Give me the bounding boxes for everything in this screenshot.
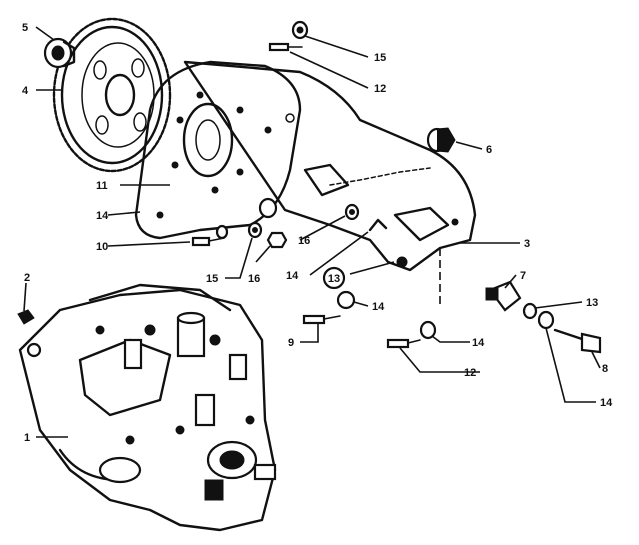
- callout-labels: 5 4 15 12 6 11 14 10 15 16 16 14 3 13 7 …: [22, 22, 613, 444]
- callout-7: 7: [520, 270, 526, 282]
- rear-bracket: [183, 60, 477, 272]
- callout-13-circle: [322, 266, 346, 290]
- callout-14-center: 14: [372, 301, 385, 313]
- callout-15-bottom: 15: [206, 273, 218, 285]
- bush: [426, 127, 456, 153]
- callout-13-right: 13: [586, 297, 598, 309]
- mounting-plate: [134, 60, 302, 240]
- callout-10: 10: [96, 241, 108, 253]
- callout-8: 8: [602, 363, 608, 375]
- callout-14-bottom-right: 14: [600, 397, 613, 409]
- callout-1: 1: [24, 432, 30, 444]
- callout-5: 5: [22, 22, 28, 34]
- right-fasteners: [302, 280, 602, 354]
- callout-12-top: 12: [374, 83, 386, 95]
- callout-12-bottom: 12: [464, 367, 476, 379]
- top-washer-bolt: [268, 20, 309, 52]
- callout-13-circled: 13: [328, 273, 340, 285]
- callout-6: 6: [486, 144, 492, 156]
- callout-2: 2: [24, 272, 30, 284]
- callout-16-bottom: 16: [248, 273, 260, 285]
- callout-4: 4: [22, 85, 29, 97]
- injection-pump-body: [18, 283, 277, 532]
- lower-fasteners: [191, 197, 388, 249]
- callout-3: 3: [524, 238, 530, 250]
- leader-lines: [23, 26, 601, 438]
- timing-pulley: [52, 17, 172, 173]
- callout-14-middle: 14: [286, 270, 299, 282]
- small-plug: [17, 309, 35, 325]
- callout-11: 11: [96, 180, 108, 192]
- pulley-nut: [43, 37, 76, 69]
- callout-15-top: 15: [374, 52, 386, 64]
- callout-9: 9: [288, 337, 294, 349]
- callout-14-lower: 14: [472, 337, 485, 349]
- callout-14-left: 14: [96, 210, 109, 222]
- callout-16-middle: 16: [298, 235, 310, 247]
